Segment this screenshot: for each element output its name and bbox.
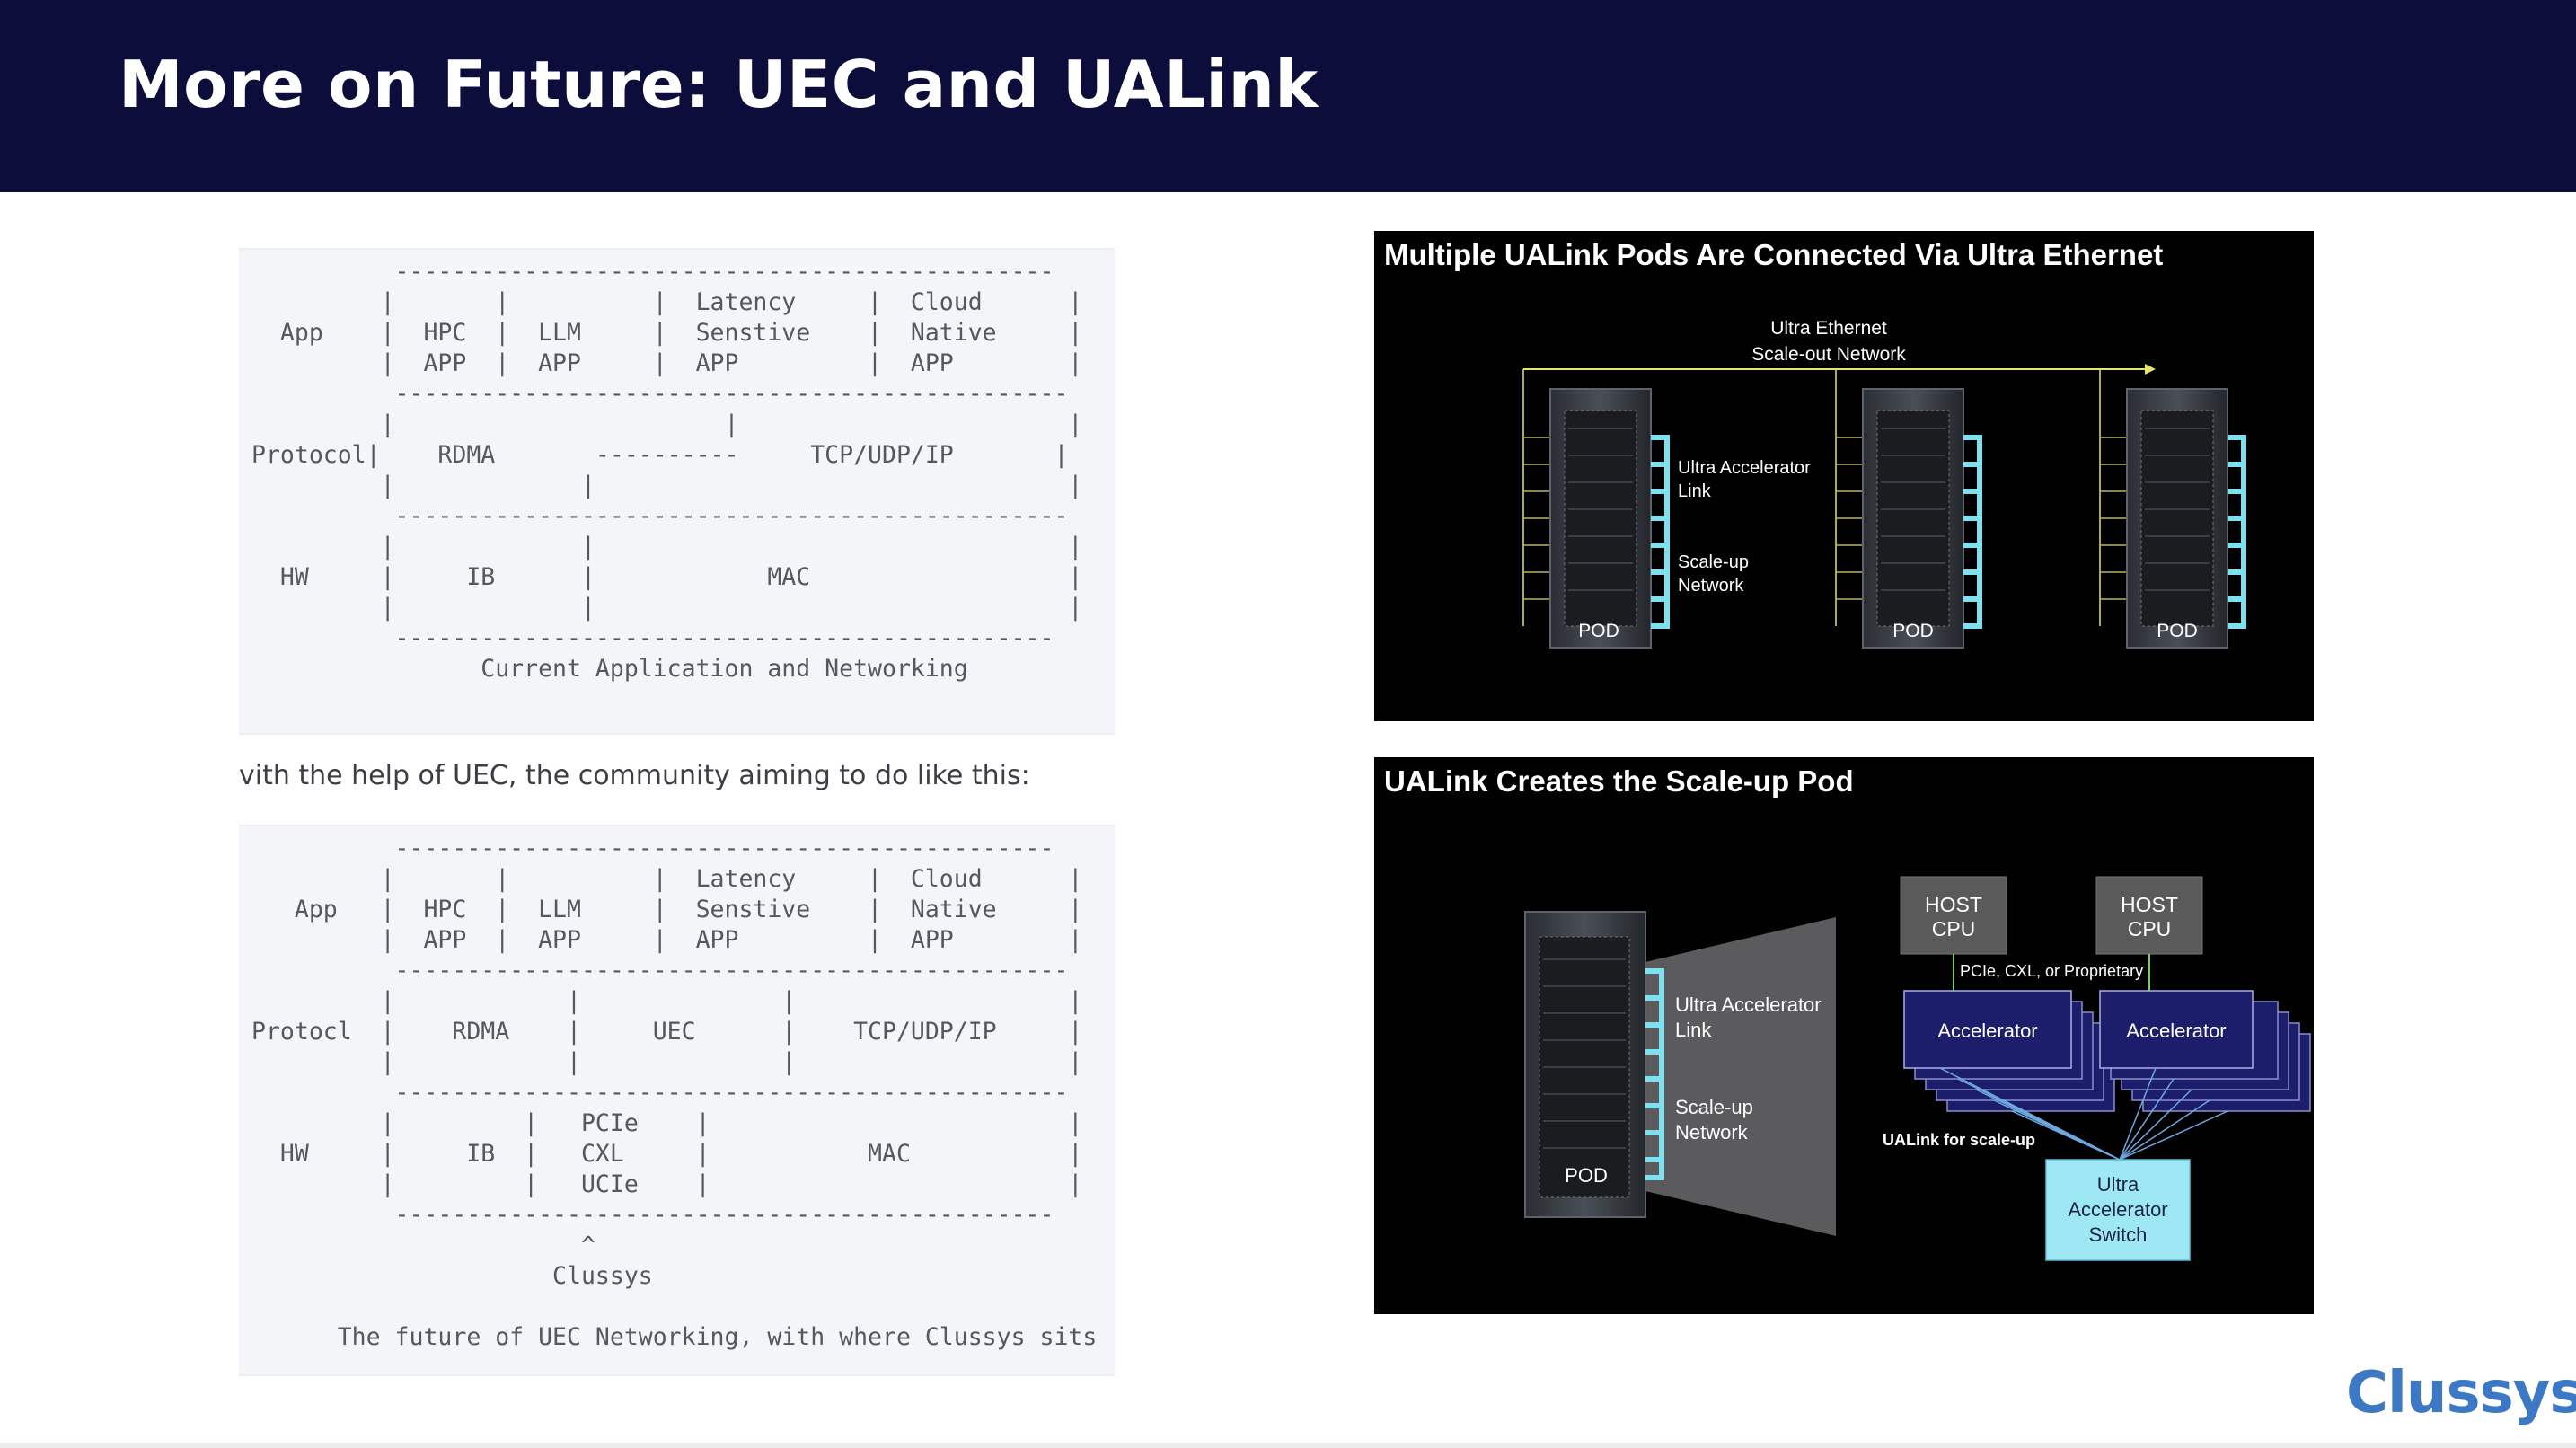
figure-title: Multiple UALink Pods Are Connected Via U… <box>1384 238 2164 271</box>
svg-text:CPU: CPU <box>2128 917 2172 940</box>
host-cpu-2: HOST CPU <box>2095 876 2203 955</box>
title-bar: More on Future: UEC and UALink <box>0 0 2576 192</box>
bottom-divider <box>0 1443 2576 1448</box>
svg-text:Accelerator: Accelerator <box>2068 1198 2167 1221</box>
ualink-label: UALink for scale-up <box>1883 1131 2035 1149</box>
future-uec-diagram: ----------------------------------------… <box>239 825 1115 1376</box>
ascii-diagram-future: ----------------------------------------… <box>251 834 1098 1351</box>
uec-intro-text: vith the help of UEC, the community aimi… <box>239 760 1030 791</box>
scaleup-diagram: POD Ultra Accelerator Link Scale-up Netw… <box>1524 876 2311 1261</box>
page-title: More on Future: UEC and UALink <box>119 47 1319 122</box>
arrow-icon <box>2145 364 2156 375</box>
ualink-lines <box>1939 1067 2228 1161</box>
svg-text:Accelerator: Accelerator <box>2126 1020 2226 1042</box>
host-cpu-1: HOST CPU <box>1900 876 2007 955</box>
pods-diagram: Ultra Ethernet Scale-out Network POD Ult… <box>1522 318 2246 649</box>
accelerator-stack-2: Accelerator <box>2099 990 2311 1112</box>
zoom-wedge <box>1645 917 1836 1236</box>
pod-2: POD <box>1835 369 1982 649</box>
pod-3: POD <box>2099 369 2246 649</box>
pod-label: POD <box>2157 621 2198 641</box>
pcie-label: PCIe, CXL, or Proprietary <box>1960 962 2143 980</box>
ualink-scaleup-figure: UALink Creates the Scale-up Pod POD Ultr… <box>1374 757 2314 1314</box>
accelerator-stack-1: Accelerator <box>1903 990 2115 1112</box>
accel-link-label-2: Link <box>1675 1019 1712 1041</box>
current-networking-diagram: ----------------------------------------… <box>239 248 1115 735</box>
pod-label: POD <box>1892 621 1934 641</box>
scaleup-label-1: Scale-up <box>1675 1096 1753 1118</box>
pod-label: POD <box>1565 1164 1608 1187</box>
company-logo: Clussys <box>2346 1360 2576 1426</box>
figure-title: UALink Creates the Scale-up Pod <box>1384 764 1854 798</box>
ascii-diagram-current: ----------------------------------------… <box>251 258 1083 683</box>
scaleout-label-1: Ultra Ethernet <box>1770 318 1887 339</box>
svg-text:Accelerator: Accelerator <box>1937 1020 2037 1042</box>
svg-text:HOST: HOST <box>2121 893 2178 916</box>
accel-link-label-1: Ultra Accelerator <box>1675 993 1822 1016</box>
ultra-accelerator-switch: Ultra Accelerator Switch <box>2045 1159 2191 1261</box>
svg-text:Ultra: Ultra <box>2097 1173 2139 1196</box>
pod-1: POD <box>1522 369 1670 649</box>
ualink-pods-ethernet-figure: Multiple UALink Pods Are Connected Via U… <box>1374 231 2314 721</box>
svg-text:Switch: Switch <box>2089 1223 2148 1246</box>
svg-text:CPU: CPU <box>1932 917 1976 940</box>
pod-label: POD <box>1578 621 1619 641</box>
scaleup-label-2: Network <box>1675 1121 1749 1143</box>
accel-link-label-1: Ultra Accelerator <box>1678 458 1811 478</box>
scaleup-label-2: Network <box>1678 576 1744 596</box>
pod-rack: POD <box>1524 911 1664 1218</box>
svg-text:HOST: HOST <box>1925 893 1982 916</box>
scaleup-label-1: Scale-up <box>1678 552 1749 572</box>
accel-link-label-2: Link <box>1678 481 1712 501</box>
scaleout-label-2: Scale-out Network <box>1751 344 1906 365</box>
